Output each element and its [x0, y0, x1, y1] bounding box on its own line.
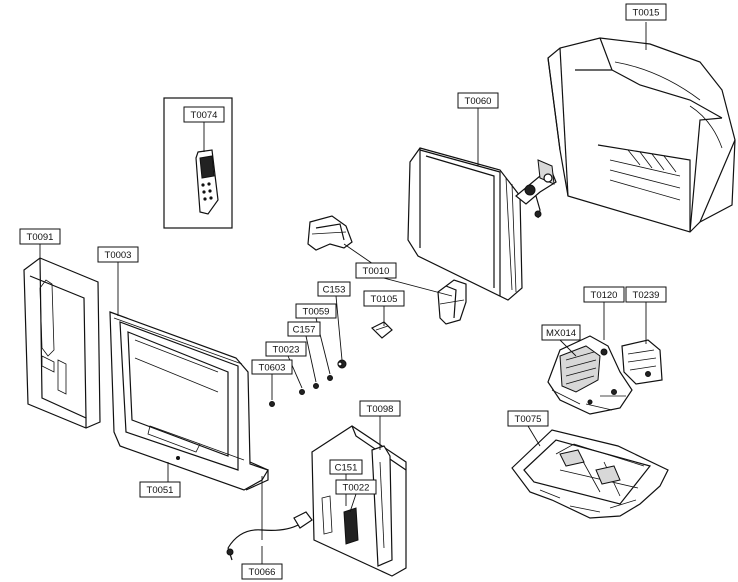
part-label-T0051: T0051: [139, 481, 181, 498]
circuit-board-part: [547, 335, 633, 415]
part-label-text: T0059: [303, 307, 330, 318]
part-label-text: T0075: [515, 414, 542, 425]
part-label-text: T0091: [27, 232, 54, 243]
part-label-T0015: T0015: [625, 3, 667, 21]
part-label-T0066: T0066: [241, 563, 283, 580]
part-label-T0120: T0120: [583, 286, 625, 303]
part-label-T0603: T0603: [251, 359, 293, 375]
part-label-text: T0120: [591, 290, 618, 301]
part-label-text: T0105: [371, 294, 398, 305]
tube-bracket-part: [437, 279, 467, 325]
small-connector-part: [370, 321, 393, 339]
part-label-text: T0010: [363, 266, 390, 277]
part-label-text: C153: [323, 285, 346, 296]
part-label-T0010: T0010: [355, 262, 397, 279]
part-label-MX014: MX014: [541, 324, 581, 341]
part-label-text: T0603: [259, 363, 286, 374]
part-label-T0239: T0239: [625, 286, 667, 303]
part-label-T0105: T0105: [363, 290, 405, 307]
speaker-bracket-part: [307, 215, 353, 251]
terminal-panel-part: [311, 425, 407, 577]
part-label-text: T0015: [633, 8, 660, 19]
part-label-text: T0022: [343, 483, 370, 494]
part-label-text: T0060: [465, 96, 492, 107]
part-label-text: T0051: [147, 485, 174, 496]
part-label-text: T0003: [105, 250, 132, 261]
part-label-text: MX014: [546, 328, 576, 339]
side-panel-part: [23, 257, 101, 429]
part-label-T0003: T0003: [97, 246, 139, 263]
part-label-text: T0074: [191, 110, 218, 121]
part-label-text: T0239: [633, 290, 660, 301]
leader-lines: [39, 22, 647, 566]
part-label-T0059: T0059: [295, 303, 337, 319]
part-label-C153: C153: [317, 281, 351, 297]
part-label-text: C157: [293, 325, 316, 336]
part-label-T0075: T0075: [507, 410, 549, 427]
part-label-text: T0066: [249, 567, 276, 578]
part-label-C151: C151: [329, 459, 363, 475]
rear-cabinet-part: [547, 37, 736, 233]
picture-tube-part: [407, 147, 557, 301]
part-label-text: C151: [335, 463, 358, 474]
part-label-T0023: T0023: [265, 341, 307, 357]
power-cord-part: [226, 511, 313, 561]
part-label-text: T0023: [273, 345, 300, 356]
small-board-part: [621, 339, 663, 385]
main-chassis-part: [511, 429, 669, 519]
part-label-T0098: T0098: [359, 400, 401, 417]
front-cabinet-part: [109, 311, 269, 491]
part-label-text: T0098: [367, 404, 394, 415]
part-label-T0022: T0022: [335, 479, 377, 495]
part-label-T0074: T0074: [183, 106, 225, 123]
part-label-T0091: T0091: [19, 228, 61, 245]
part-label-T0060: T0060: [457, 92, 499, 109]
part-label-C157: C157: [287, 321, 321, 337]
small-parts-group: [269, 359, 347, 407]
